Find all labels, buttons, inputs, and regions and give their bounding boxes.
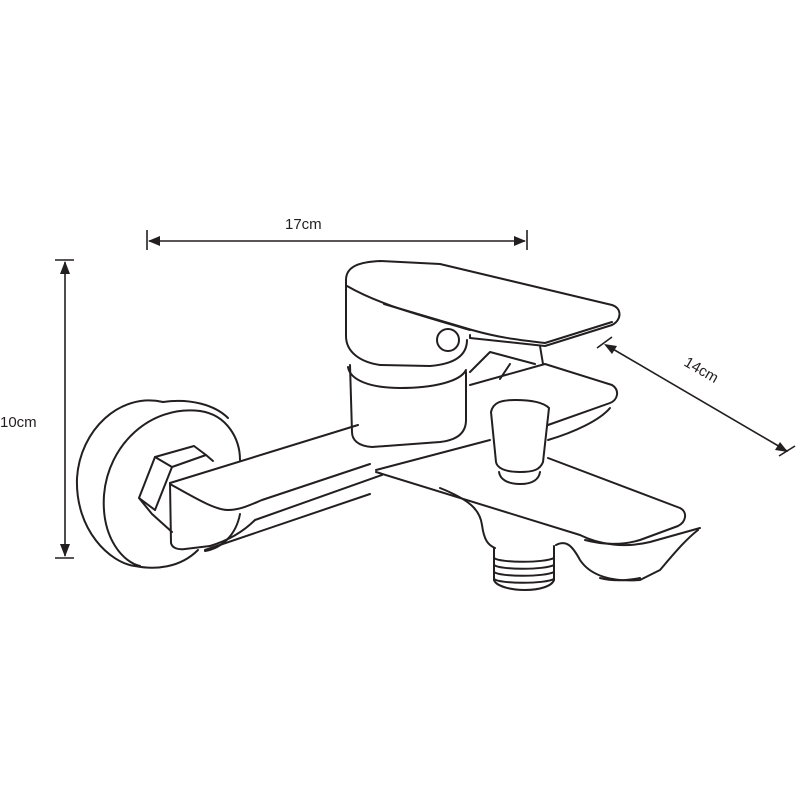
depth-dimension: 14cm <box>596 336 796 457</box>
wall-flange <box>75 399 241 569</box>
lever-handle <box>345 260 621 367</box>
cartridge-housing <box>347 364 467 448</box>
faucet-body-arm <box>169 424 383 551</box>
diverter-knob <box>490 399 550 485</box>
spout <box>375 439 701 582</box>
diverter-body <box>469 351 618 441</box>
faucet-illustration <box>75 260 701 591</box>
height-dimension: 10cm <box>0 259 74 559</box>
depth-label: 14cm <box>681 354 721 387</box>
threaded-outlet <box>493 545 555 591</box>
width-dimension: 17cm <box>146 216 528 250</box>
hex-nut <box>138 445 214 533</box>
width-label: 17cm <box>285 216 322 233</box>
height-label: 10cm <box>0 414 37 431</box>
